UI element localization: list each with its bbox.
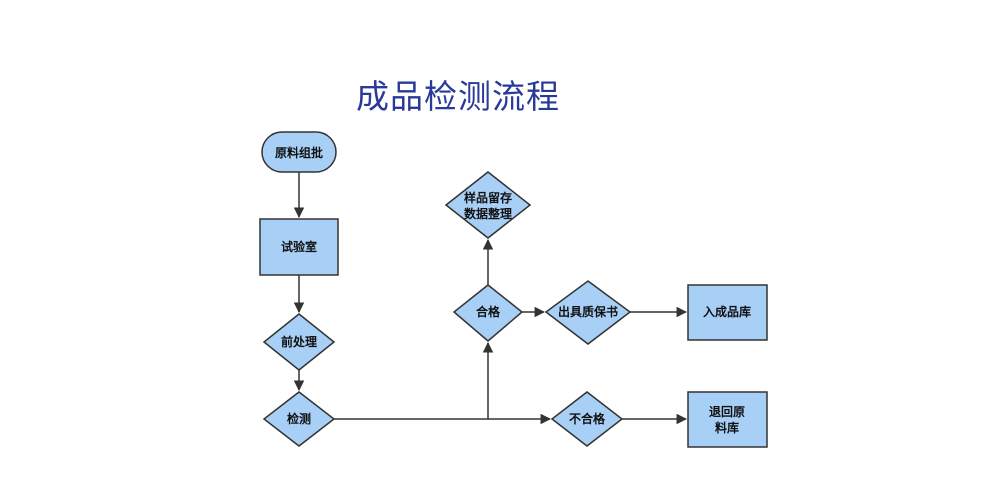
- node-label: 试验室: [281, 239, 317, 254]
- node-pass: 合格: [452, 284, 524, 342]
- node-return: 退回原 料库: [687, 391, 768, 448]
- node-label: 前处理: [281, 334, 317, 349]
- terminator-shape: [261, 131, 337, 173]
- process-shape: [687, 391, 768, 448]
- node-label-line-1: 退回原: [709, 405, 745, 419]
- node-label: 入成品库: [703, 304, 751, 319]
- node-sample: 样品留存 数据整理: [444, 171, 532, 239]
- node-label: 合格: [476, 304, 501, 319]
- edge-test-to-pass: [333, 341, 494, 420]
- node-label-line-1: 样品留存: [464, 190, 512, 205]
- decision-shape: [444, 171, 532, 239]
- node-lab: 试验室: [259, 218, 339, 276]
- process-shape: [687, 284, 768, 341]
- node-label: 不合格: [569, 411, 606, 426]
- page-title: 成品检测流程: [356, 77, 560, 116]
- node-certificate: 出具质保书: [544, 280, 632, 345]
- decision-shape: [452, 284, 524, 342]
- node-fail: 不合格: [550, 391, 624, 447]
- node-label: 原料组批: [275, 145, 323, 160]
- node-label: 出具质保书: [558, 304, 618, 319]
- decision-shape: [544, 280, 632, 345]
- decision-shape: [262, 313, 336, 371]
- node-raw-batch: 原料组批: [261, 131, 337, 173]
- decision-shape: [550, 391, 624, 447]
- node-pretreat: 前处理: [262, 313, 336, 371]
- node-label-line-2: 料库: [715, 420, 739, 435]
- node-label: 检测: [287, 411, 311, 426]
- node-test: 检测: [262, 391, 336, 447]
- node-label-line-2: 数据整理: [464, 206, 512, 221]
- edges: [293, 172, 688, 425]
- node-warehouse: 入成品库: [687, 284, 768, 341]
- decision-shape: [262, 391, 336, 447]
- process-shape: [259, 218, 339, 276]
